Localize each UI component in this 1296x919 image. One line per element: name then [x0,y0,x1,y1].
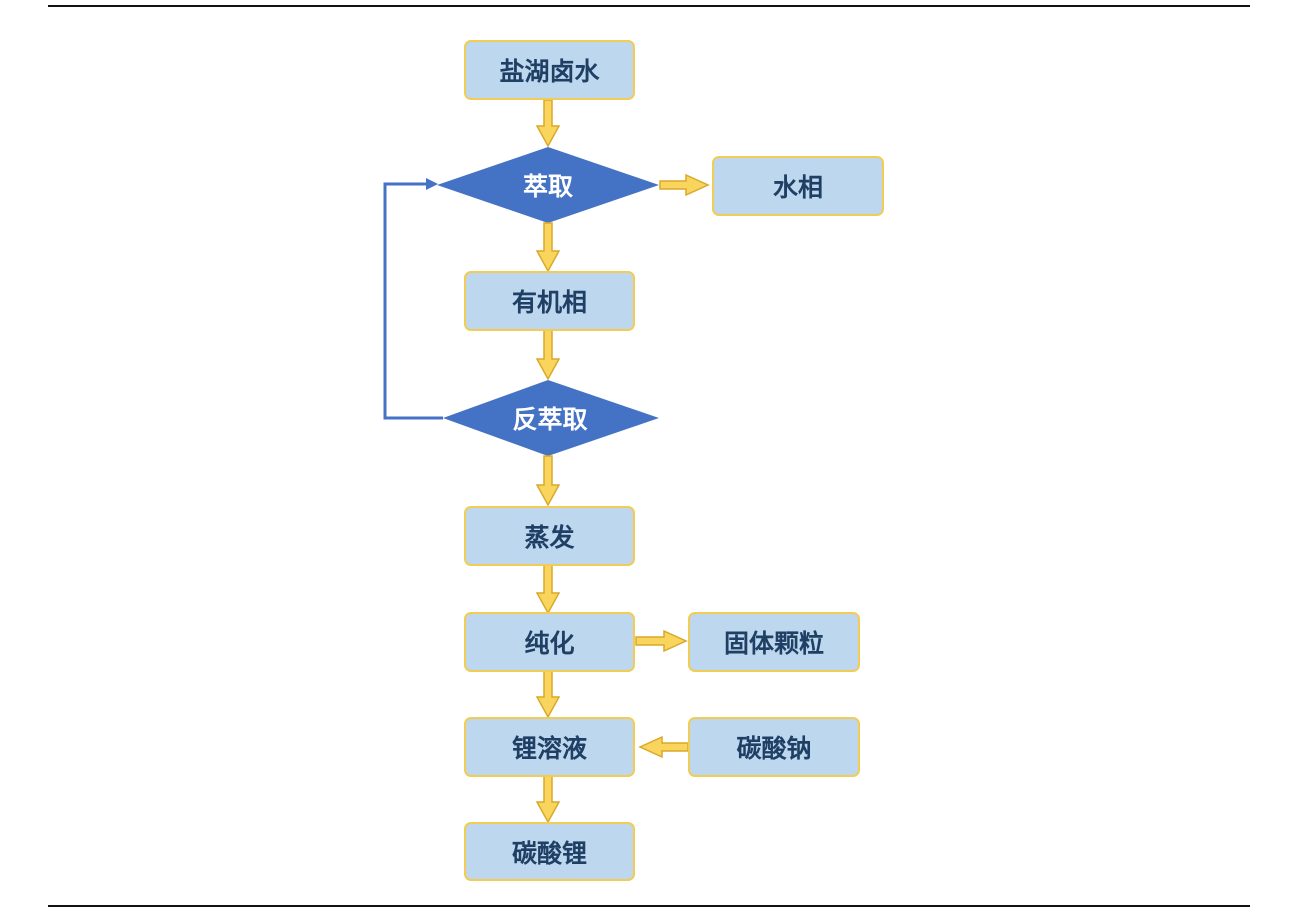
node-water-phase: 水相 [712,156,884,216]
node-brine: 盐湖卤水 [464,40,635,100]
node-lithium-carbonate: 碳酸锂 [464,822,635,881]
arrow-brine-to-extract [535,99,561,148]
arrow-backextract-to-evaporate [535,455,561,507]
node-evaporate: 蒸发 [464,506,635,566]
diamond-back-extract [443,380,659,456]
arrow-evaporate-to-purify [535,564,561,615]
node-lithium-solution: 锂溶液 [464,717,635,777]
top-rule [48,5,1250,7]
arrow-extract-to-water [659,173,710,197]
diamond-extract [437,147,659,223]
node-solid-particles: 固体颗粒 [688,612,860,672]
label-extract: 萃取 [522,172,573,201]
loop-back-line [383,182,443,420]
node-sodium-carbonate: 碳酸钠 [688,717,860,777]
loop-back-arrowhead [426,178,438,190]
arrow-organic-to-backextract [535,329,561,381]
bottom-rule [48,905,1250,907]
node-organic-phase: 有机相 [464,271,635,331]
arrow-solution-to-carbonate [535,774,561,824]
label-back-extract: 反萃取 [512,405,588,434]
arrow-extract-to-organic [535,222,561,273]
arrow-sodium-to-solution [638,735,689,759]
node-purify: 纯化 [464,612,635,672]
arrow-purify-to-solids [635,629,688,653]
arrow-purify-to-solution [535,669,561,719]
